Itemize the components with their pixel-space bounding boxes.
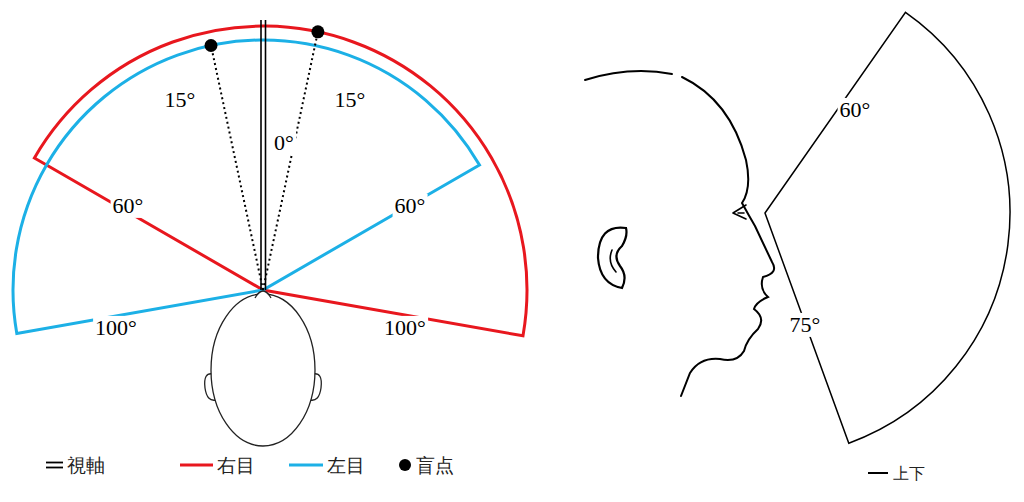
right-eye-sample [180,464,213,467]
left-eye-field [13,40,479,333]
angle-label: 75° [788,313,823,337]
blind-spot-line [263,32,318,290]
visual-axis-sample [46,467,63,469]
vertical-sample [868,472,888,474]
legend-text: 右目 [217,455,255,476]
visual-axis [260,20,262,290]
vertical-field [765,12,1010,443]
angle-label: 15° [163,88,198,112]
legend-text: 視軸 [67,455,105,476]
blind-spot [311,25,324,38]
legend-text: 盲点 [416,455,454,476]
blind-spot-sample [399,459,411,471]
blind-spot [205,39,218,52]
face-profile [585,71,774,396]
left-eye-sample [289,464,323,467]
angle-label: 60° [838,98,873,122]
head-top-view [205,291,322,446]
legend-text: 左目 [327,455,365,476]
angle-label: 60° [393,194,428,218]
angle-label: 100° [93,316,139,340]
legend-samples [46,459,888,473]
visual-axis-sample [46,462,63,464]
blind-spot-line [211,46,263,291]
angle-label: 100° [382,316,428,340]
legend-text: 上下 [893,465,925,483]
angle-label: 0° [272,131,296,155]
angle-label: 60° [111,194,146,218]
visual-axis [265,20,267,290]
angle-label: 15° [333,88,368,112]
